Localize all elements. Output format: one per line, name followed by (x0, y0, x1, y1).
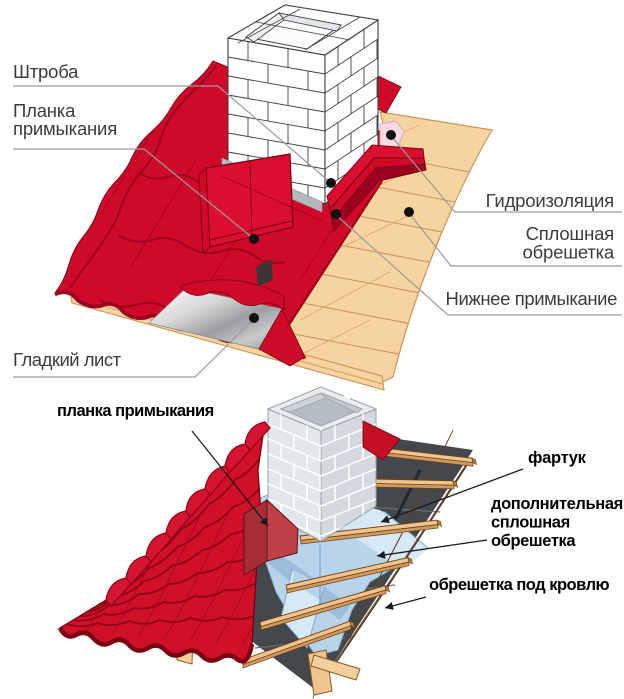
svg-text:дополнительная: дополнительная (491, 495, 623, 513)
svg-text:Штроба: Штроба (13, 61, 79, 82)
svg-text:фартук: фартук (528, 449, 587, 467)
svg-text:обрешетка под кровлю: обрешетка под кровлю (429, 576, 610, 594)
svg-text:сплошная: сплошная (491, 514, 570, 532)
svg-text:обрешетка: обрешетка (523, 242, 615, 263)
svg-text:Нижнее примыкание: Нижнее примыкание (446, 288, 618, 309)
svg-text:Планка: Планка (13, 100, 76, 121)
svg-text:планка примыкания: планка примыкания (57, 402, 214, 420)
svg-text:примыкания: примыкания (13, 118, 117, 139)
svg-text:Гидроизоляция: Гидроизоляция (486, 190, 614, 211)
svg-text:обрешетка: обрешетка (491, 532, 576, 550)
svg-text:Гладкий лист: Гладкий лист (13, 349, 122, 370)
svg-text:Сплошная: Сплошная (526, 223, 614, 244)
